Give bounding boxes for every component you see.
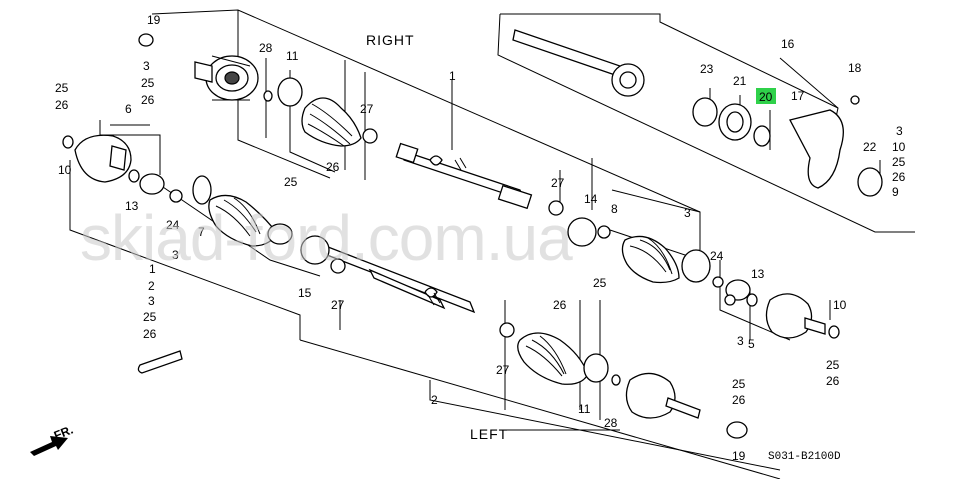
callout: 5: [748, 337, 755, 351]
watermark: skiad-ford.com.ua: [80, 202, 573, 274]
callout: 1: [149, 262, 156, 276]
callout: 3: [896, 124, 903, 138]
right-driveshaft: [395, 142, 533, 210]
right-inner-boot: [621, 235, 680, 284]
callout: 7: [198, 225, 205, 239]
callout: 26: [826, 374, 840, 388]
callout: 25: [284, 175, 298, 189]
callout-highlighted: 20: [759, 90, 773, 104]
callout: 17: [791, 89, 805, 103]
right-outer-boot: [301, 97, 362, 147]
callout: 27: [551, 176, 565, 190]
callout: 3: [684, 206, 691, 220]
callout: 21: [733, 74, 747, 88]
callout: 25: [593, 276, 607, 290]
right-inner-joint: [712, 276, 826, 339]
callout: 28: [604, 416, 618, 430]
callout: 25: [143, 310, 157, 324]
callout: 2: [148, 279, 155, 293]
callout: 26: [553, 298, 567, 312]
callout: 28: [259, 41, 273, 55]
callout: 26: [141, 93, 155, 107]
callout: 11: [286, 49, 299, 63]
callout: 25: [141, 76, 155, 90]
callout: 22: [863, 140, 877, 154]
left-driveshaft: [300, 235, 476, 314]
callout: 3: [737, 334, 744, 348]
left-inner-joint: [74, 134, 165, 195]
callout: 24: [710, 249, 724, 263]
callout: 26: [732, 393, 746, 407]
callout: 10: [892, 140, 906, 154]
callout: 25: [892, 155, 906, 169]
fr-arrow-icon: FR.: [30, 423, 75, 456]
label-code: S031-B2100D: [768, 451, 841, 463]
callout: 26: [143, 327, 157, 341]
left-outer-joint: [625, 372, 748, 439]
callout: 1: [449, 69, 456, 83]
label-fr: FR.: [52, 423, 75, 443]
callouts: 19 3 25 26 28 11 1 25 26 6 10 13 27 26 2…: [55, 13, 906, 463]
label-left: LEFT: [470, 426, 508, 442]
callout: 9: [892, 185, 899, 199]
callout: 13: [125, 199, 139, 213]
right-outer-joint: [194, 55, 259, 101]
small-parts: [62, 33, 840, 386]
callout: 2: [431, 393, 438, 407]
callout: 3: [148, 294, 155, 308]
callout: 27: [360, 102, 374, 116]
callout: 13: [751, 267, 765, 281]
callout: 27: [496, 363, 510, 377]
label-right: RIGHT: [366, 32, 415, 48]
callout: 10: [58, 163, 72, 177]
left-outer-boot: [517, 332, 589, 385]
callout: 18: [848, 61, 862, 75]
callout: 26: [326, 160, 340, 174]
callout: 26: [55, 98, 69, 112]
callout: 3: [143, 59, 150, 73]
callout: 19: [732, 449, 746, 463]
callout: 11: [578, 402, 591, 416]
leader-lines: [69, 9, 915, 480]
callout: 19: [147, 13, 161, 27]
callout: 25: [55, 81, 69, 95]
callout: 24: [166, 218, 180, 232]
callout: 14: [584, 192, 598, 206]
callout: 27: [331, 298, 345, 312]
callout: 3: [172, 248, 179, 262]
callout: 15: [298, 286, 312, 300]
intermediate-shaft: [512, 29, 883, 197]
callout: 25: [826, 358, 840, 372]
callout: 8: [611, 202, 618, 216]
callout: 16: [781, 37, 795, 51]
callout: 23: [700, 62, 714, 76]
labels: RIGHT LEFT S031-B2100D FR.: [30, 32, 841, 463]
left-inner-boot: [208, 194, 293, 247]
callout: 26: [892, 170, 906, 184]
callout: 25: [732, 377, 746, 391]
callout: 10: [833, 298, 847, 312]
callout: 6: [125, 102, 132, 116]
highlight-box: [756, 88, 776, 104]
